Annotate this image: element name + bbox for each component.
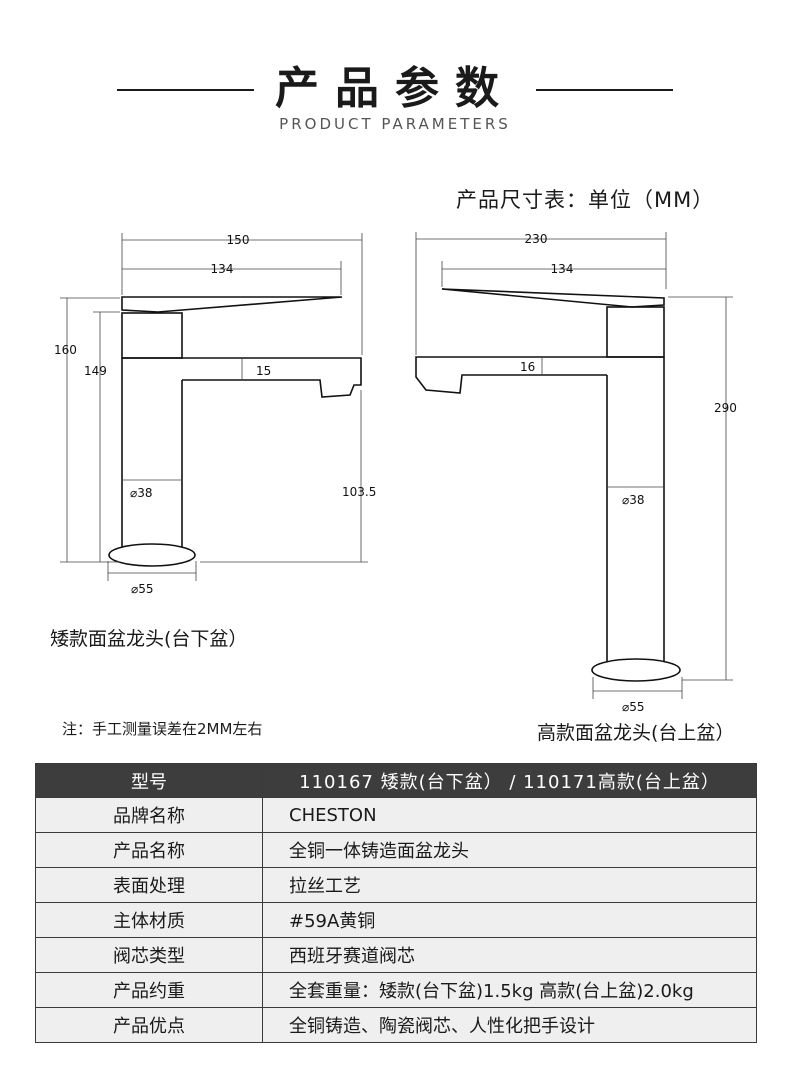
title-rule-left: [117, 89, 254, 91]
short-dim-spout-height: 103.5: [342, 485, 376, 499]
spec-value: 全铜一体铸造面盆龙头: [262, 832, 757, 868]
spec-label: 主体材质: [35, 902, 263, 938]
spec-label: 品牌名称: [35, 797, 263, 833]
tall-dim-base-diameter: ⌀55: [622, 700, 645, 714]
short-dim-spout-width: 134: [211, 262, 234, 276]
size-chart-heading: 产品尺寸表：单位（MM）: [456, 188, 715, 212]
tall-dim-body-diameter: ⌀38: [622, 493, 645, 507]
tall-body-top: [606, 306, 665, 358]
table-row: 表面处理 拉丝工艺: [35, 867, 757, 903]
short-dim-body-height: 149: [84, 364, 107, 378]
short-dim-body-diameter: ⌀38: [130, 486, 153, 500]
spec-value: 全套重量：矮款(台下盆)1.5kg 高款(台上盆)2.0kg: [262, 972, 757, 1008]
table-row: 品牌名称 CHESTON: [35, 797, 757, 833]
short-faucet-drawing: 150 134 160 149 15 103.5 ⌀38 ⌀55: [54, 233, 376, 596]
tall-faucet-drawing: 230 134 16 290 ⌀38 ⌀55: [415, 232, 737, 714]
tall-spout: [415, 356, 664, 394]
spec-label: 产品名称: [35, 832, 263, 868]
table-row: 产品名称 全铜一体铸造面盆龙头: [35, 832, 757, 868]
tall-dim-spout-width: 134: [551, 262, 574, 276]
short-body: [121, 358, 183, 547]
tall-model-caption: 高款面盆龙头(台上盆）: [537, 722, 735, 744]
spec-value: CHESTON: [262, 797, 757, 833]
short-handle: [121, 296, 343, 313]
table-row: 产品约重 全套重量：矮款(台下盆)1.5kg 高款(台上盆)2.0kg: [35, 972, 757, 1008]
page-subtitle: PRODUCT PARAMETERS: [279, 115, 511, 133]
spec-label: 产品约重: [35, 972, 263, 1008]
spec-table: 型号 110167 矮款(台下盆） / 110171高款(台上盆） 品牌名称 C…: [35, 763, 757, 1043]
short-dim-spout-thickness: 15: [256, 364, 271, 378]
spec-value: #59A黄铜: [262, 902, 757, 938]
tall-dim-spout-thickness: 16: [520, 360, 535, 374]
title-rule-right: [536, 89, 673, 91]
short-dim-base-diameter: ⌀55: [131, 582, 154, 596]
tall-body: [606, 357, 665, 662]
spec-header-label: 型号: [35, 763, 263, 798]
tall-base: [591, 658, 681, 682]
spec-value: 全铜铸造、陶瓷阀芯、人性化把手设计: [262, 1007, 757, 1043]
short-spout: [122, 357, 362, 398]
short-body-top: [121, 312, 183, 359]
short-dim-total-height: 160: [54, 343, 77, 357]
short-dim-total-width: 150: [227, 233, 250, 247]
tall-dim-total-width: 230: [525, 232, 548, 246]
tall-handle: [441, 288, 665, 308]
spec-label: 产品优点: [35, 1007, 263, 1043]
spec-value: 拉丝工艺: [262, 867, 757, 903]
spec-label: 表面处理: [35, 867, 263, 903]
table-row: 产品优点 全铜铸造、陶瓷阀芯、人性化把手设计: [35, 1007, 757, 1043]
spec-label: 阀芯类型: [35, 937, 263, 973]
short-model-caption: 矮款面盆龙头(台下盆）: [50, 628, 248, 650]
table-row: 阀芯类型 西班牙赛道阀芯: [35, 937, 757, 973]
short-base: [108, 543, 196, 567]
spec-header-value: 110167 矮款(台下盆） / 110171高款(台上盆）: [262, 763, 757, 798]
spec-value: 西班牙赛道阀芯: [262, 937, 757, 973]
page-title: 产品参数: [275, 63, 515, 114]
tall-dim-total-height: 290: [714, 401, 737, 415]
table-row: 主体材质 #59A黄铜: [35, 902, 757, 938]
spec-header-row: 型号 110167 矮款(台下盆） / 110171高款(台上盆）: [35, 763, 757, 798]
measurement-note: 注：手工测量误差在2MM左右: [62, 720, 263, 738]
